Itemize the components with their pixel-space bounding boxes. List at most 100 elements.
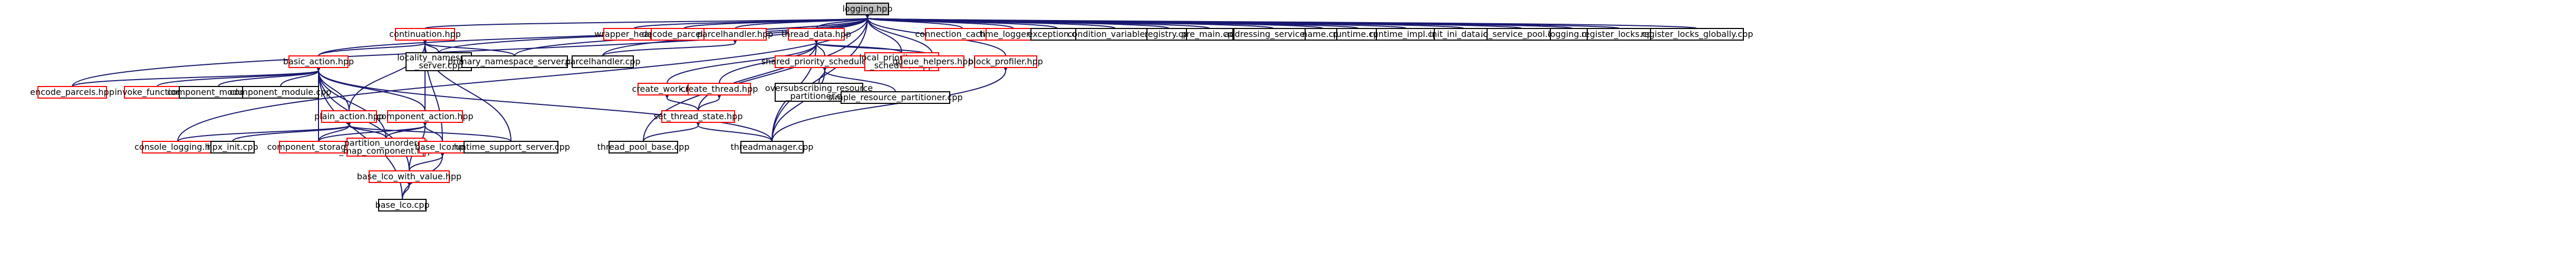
edge-partition_unordered-to-plain_action	[345, 119, 387, 139]
node-io-service-pool[interactable]: io_service_pool.cpp	[1481, 28, 1563, 41]
node-label: base_lco_with_value.hpp	[357, 171, 461, 182]
node-runtime-impl[interactable]: runtime_impl.cpp	[1369, 28, 1443, 41]
edge-thread_pool_base-to-root	[643, 11, 872, 142]
node-thread-data[interactable]: thread_data.hpp	[782, 28, 851, 41]
node-label: io_service_pool.cpp	[1481, 29, 1563, 40]
node-block-profiler[interactable]: block_profiler.hpp	[968, 55, 1043, 68]
node-label: set_thread_state.hpp	[654, 111, 743, 122]
node-box	[210, 141, 255, 153]
node-base-lco-cpp[interactable]: base_lco.cpp	[375, 199, 430, 211]
node-label: _partitioner.cpp	[785, 91, 852, 102]
node-component-module-cpp[interactable]: component_module.cpp	[230, 86, 332, 99]
node-name-cpp[interactable]: name.cpp	[1302, 28, 1344, 41]
node-label: register_locks.cpp	[1581, 29, 1658, 40]
node-component-storage[interactable]: component_storage.hpp	[267, 141, 370, 153]
node-box	[609, 141, 678, 153]
node-label: continuation.hpp	[389, 29, 461, 39]
node-base-lco-with-value[interactable]: base_lco_with_value.hpp	[357, 170, 461, 183]
node-encode-parcels[interactable]: encode_parcels.hpp	[30, 86, 114, 99]
node-box	[846, 3, 889, 15]
node-label: runtime_impl.cpp	[1369, 29, 1443, 40]
node-register-locks-globally[interactable]: register_locks_globally.cpp	[1641, 28, 1753, 41]
node-box	[841, 91, 950, 104]
node-label: queue_helpers.hpp	[892, 56, 973, 67]
node-parcelhandler-cpp[interactable]: parcelhandler.cpp	[565, 55, 641, 68]
node-primary-namespace[interactable]: primary_namespace_server.cpp	[448, 55, 582, 68]
node-locality-namespace[interactable]: locality_namespace_server.cpp	[397, 52, 480, 71]
node-label: logging.cpp	[1548, 29, 1597, 39]
edge-component_storage-to-plain_action	[318, 119, 353, 142]
node-hpx-init[interactable]: hpx_init.cpp	[207, 141, 258, 153]
node-logging-cpp[interactable]: logging.cpp	[1548, 28, 1597, 41]
edge-create_work-to-thread_data	[667, 36, 821, 84]
node-label: shared_priority_scheduler.hpp	[761, 56, 889, 67]
node-registry[interactable]: registry.cpp	[1144, 28, 1194, 41]
node-init-ini-data[interactable]: init_ini_data.cpp	[1430, 28, 1499, 41]
node-label: create_thread.hpp	[681, 84, 758, 94]
node-partition-unordered[interactable]: partition_unordered_map_component.hpp	[339, 138, 433, 157]
node-label: base_lco.hpp	[415, 142, 470, 152]
node-thread-pool-base[interactable]: thread_pool_base.cpp	[597, 141, 690, 153]
node-box	[378, 199, 427, 211]
node-exception-cpp[interactable]: exception.cpp	[1028, 28, 1087, 41]
node-label: registry.cpp	[1144, 29, 1193, 39]
node-box	[464, 141, 558, 153]
node-box	[242, 86, 319, 99]
node-threadmanager[interactable]: threadmanager.cpp	[730, 141, 814, 153]
node-pre-main[interactable]: pre_main.cpp	[1181, 28, 1238, 41]
node-box	[321, 110, 377, 123]
node-label: encode_parcels.hpp	[30, 87, 114, 98]
node-create-work[interactable]: create_work.hpp	[632, 83, 702, 95]
node-register-locks[interactable]: register_locks.cpp	[1581, 28, 1658, 41]
node-label: parcelhandler.hpp	[697, 29, 773, 39]
edge-set_thread_state-to-thread_data	[698, 36, 821, 111]
node-label: invoke_function.hpp	[114, 87, 199, 98]
node-label: runtime.cpp	[1333, 29, 1384, 39]
node-label: pre_main.cpp	[1181, 29, 1238, 40]
edges	[72, 11, 1697, 200]
node-label: thread_data.hpp	[782, 29, 851, 40]
edge-component_module_cpp-to-basic_action	[280, 64, 323, 87]
node-create-thread[interactable]: create_thread.hpp	[681, 83, 758, 95]
node-box	[1186, 28, 1233, 41]
node-parcelhandler-hpp[interactable]: parcelhandler.hpp	[697, 28, 773, 41]
edge-create_thread-to-thread_data	[719, 36, 821, 84]
node-box	[703, 28, 767, 41]
node-invoke-function[interactable]: invoke_function.hpp	[114, 86, 200, 99]
node-component-action[interactable]: component_action.hpp	[377, 110, 474, 123]
edge-threadmanager-to-set_thread_state	[694, 119, 773, 142]
node-base-lco[interactable]: base_lco.hpp	[415, 141, 470, 153]
node-simple-resource[interactable]: simple_resource_partitioner.cpp	[828, 91, 963, 104]
node-box	[788, 28, 845, 41]
node-box	[901, 55, 964, 68]
node-box	[740, 141, 804, 153]
node-queue-helpers[interactable]: queue_helpers.hpp	[892, 55, 973, 68]
node-set-thread-state[interactable]: set_thread_state.hpp	[654, 110, 743, 123]
edge-console_logging-to-root	[177, 11, 872, 142]
node-continuation[interactable]: continuation.hpp	[389, 28, 461, 41]
node-basic-action[interactable]: basic_action.hpp	[283, 55, 354, 68]
node-box	[406, 52, 472, 71]
node-label: simple_resource_partitioner.cpp	[828, 92, 962, 103]
node-condition-variable[interactable]: condition_variable.cpp	[1068, 28, 1163, 41]
node-root: logging.hpp	[843, 3, 892, 15]
node-box	[461, 55, 568, 68]
node-box	[1650, 28, 1744, 41]
node-shared-priority[interactable]: shared_priority_scheduler.hpp	[761, 55, 889, 68]
node-label: _server.cpp	[414, 61, 462, 71]
edge-console_logging-to-plain_action	[177, 119, 353, 142]
node-label: addressing_service.cpp	[1224, 29, 1323, 40]
edge-base_lco_cpp-to-base_lco_with_value	[402, 179, 413, 200]
node-runtime-cpp[interactable]: runtime.cpp	[1333, 28, 1384, 41]
edge-primary_namespace-to-continuation	[421, 36, 515, 56]
edge-component_module_hpp-to-basic_action	[218, 64, 323, 87]
edge-invoke_function-to-basic_action	[157, 64, 323, 87]
node-label: component_module.cpp	[230, 87, 332, 98]
node-runtime-support[interactable]: runtime_support_server.cpp	[452, 141, 570, 153]
edge-component_action-to-basic_action	[314, 64, 426, 111]
node-label: thread_pool_base.cpp	[597, 142, 690, 152]
node-label: component_storage.hpp	[267, 142, 370, 152]
edge-base_lco_with_value-to-base_lco	[409, 149, 447, 171]
node-plain-action[interactable]: plain_action.hpp	[314, 110, 384, 123]
